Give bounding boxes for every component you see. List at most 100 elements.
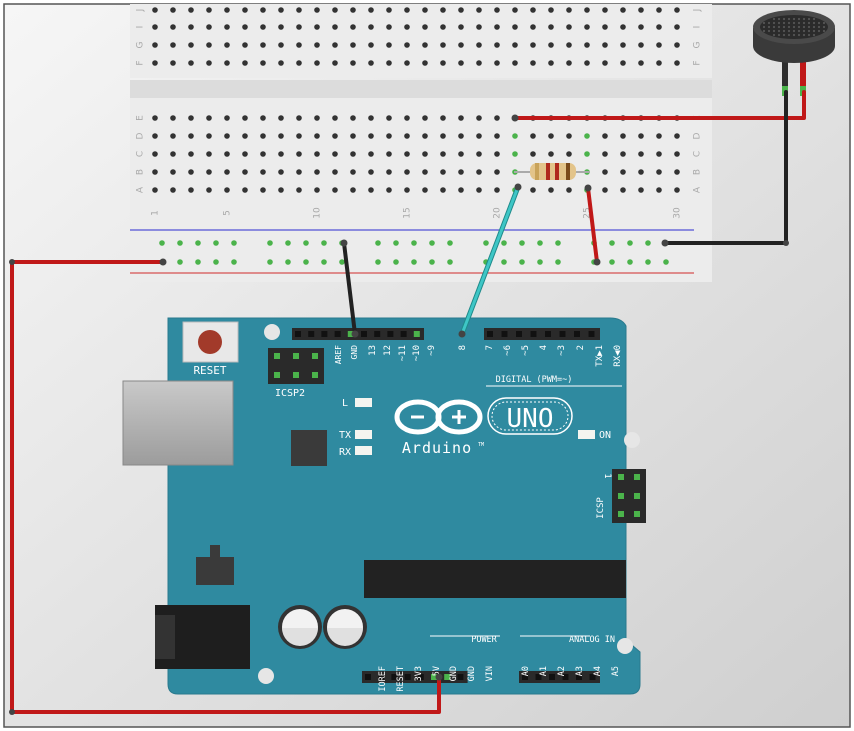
row-letter: A bbox=[136, 186, 146, 193]
icsp-label: ICSP bbox=[596, 497, 606, 519]
row-letter: D bbox=[136, 132, 146, 139]
row-letter: C bbox=[136, 151, 146, 157]
pin-label: 2 bbox=[576, 345, 586, 350]
pin-label: ~5 bbox=[521, 345, 531, 356]
pin-label: A2 bbox=[557, 666, 567, 676]
row-letter: A bbox=[693, 186, 703, 193]
pin-label: IOREF bbox=[378, 666, 388, 692]
pin-label: 12 bbox=[383, 345, 393, 356]
icsp2-label: ICSP2 bbox=[275, 388, 305, 399]
wires bbox=[9, 90, 806, 715]
capacitor bbox=[323, 605, 367, 649]
column-number: 1 bbox=[151, 210, 161, 216]
digital-label: DIGITAL (PWM=~) bbox=[496, 375, 573, 385]
uno-badge bbox=[487, 397, 573, 435]
pin-label: 4 bbox=[539, 345, 549, 350]
brand-label: Arduino bbox=[402, 439, 472, 457]
led-tx-label: TX bbox=[339, 430, 351, 441]
digital-pin-labels: AREF GND 13 12 ~11 ~10 ~9 8 7 ~6 ~5 4 ~3 2 TX▶1 RX◀0 bbox=[334, 345, 623, 367]
mount-hole bbox=[617, 638, 633, 654]
pin-label: RX◀0 bbox=[613, 345, 623, 367]
pin-label: 5V bbox=[432, 666, 442, 676]
row-letter: I bbox=[693, 26, 703, 29]
row-letter: F bbox=[693, 60, 703, 65]
pin-label: ~9 bbox=[427, 345, 437, 356]
reset-button[interactable] bbox=[182, 321, 239, 363]
pin-label: VIN bbox=[485, 666, 495, 681]
wire-mic-signal bbox=[513, 90, 806, 120]
led-l-label: L bbox=[342, 398, 348, 409]
resistor bbox=[514, 163, 590, 180]
icsp2-header bbox=[268, 348, 324, 384]
pin-label: ~3 bbox=[557, 345, 567, 356]
led-rx bbox=[355, 446, 372, 455]
wire-gnd bbox=[342, 241, 357, 336]
microcontroller-chip bbox=[364, 560, 626, 598]
row-letter: D bbox=[693, 132, 703, 139]
pin-label: 7 bbox=[485, 345, 495, 350]
column-number: 5 bbox=[223, 210, 233, 216]
column-number: 15 bbox=[403, 207, 413, 218]
icsp-pin1-label: 1 bbox=[602, 473, 612, 478]
capacitor bbox=[278, 605, 322, 649]
analog-pin-labels: A0 A1 A2 A3 A4 A5 bbox=[521, 666, 621, 676]
voltage-regulator bbox=[196, 557, 234, 585]
led-on bbox=[578, 430, 595, 439]
column-number: 30 bbox=[673, 207, 683, 219]
arduino-board: RESET ICSP2 1 ICSP AREF GND 13 12 ~11 ~10 bbox=[122, 317, 646, 695]
led-on-label: ON bbox=[599, 430, 611, 441]
led-tx bbox=[355, 430, 372, 439]
microphone-icon bbox=[753, 10, 835, 96]
analog-label: ANALOG IN bbox=[569, 635, 615, 645]
led-l bbox=[355, 398, 372, 407]
mount-hole bbox=[624, 432, 640, 448]
pin-label: TX▶1 bbox=[595, 345, 605, 367]
row-letter: G bbox=[136, 41, 146, 48]
row-letter: G bbox=[693, 41, 703, 48]
pin-label: A3 bbox=[575, 666, 585, 676]
pin-label: 8 bbox=[458, 345, 468, 350]
icsp-header bbox=[612, 469, 646, 523]
led-rx-label: RX bbox=[339, 447, 351, 458]
pin-label: 3V3 bbox=[414, 666, 424, 681]
reset-label: RESET bbox=[193, 364, 226, 377]
pin-label: GND bbox=[467, 666, 477, 681]
pin-label: A4 bbox=[593, 666, 603, 676]
row-letter: B bbox=[693, 169, 703, 175]
trademark-label: TM bbox=[478, 442, 484, 448]
row-letter: F bbox=[136, 60, 146, 65]
pin-label: ~6 bbox=[503, 345, 513, 356]
power-label: POWER bbox=[471, 635, 497, 645]
row-letter: J bbox=[693, 9, 703, 13]
row-letter: E bbox=[136, 115, 146, 121]
column-number: 25 bbox=[583, 207, 593, 218]
row-letter: B bbox=[136, 169, 146, 175]
analog-header bbox=[519, 671, 600, 683]
column-number: 10 bbox=[313, 207, 323, 219]
pin-label: A5 bbox=[611, 666, 621, 676]
pin-label: 13 bbox=[368, 345, 378, 356]
power-header bbox=[362, 671, 468, 683]
mount-hole bbox=[258, 668, 274, 684]
column-number: 20 bbox=[493, 207, 503, 219]
pin-label: A1 bbox=[539, 666, 549, 676]
wire-resistor-rail bbox=[586, 186, 599, 264]
row-letter: C bbox=[693, 151, 703, 157]
row-letter: I bbox=[136, 26, 146, 29]
row-letter: J bbox=[136, 9, 146, 13]
pin-label: GND bbox=[449, 666, 459, 681]
pin-label: ~11 bbox=[398, 345, 408, 361]
arduino-logo-icon bbox=[394, 399, 483, 435]
pin-label: A0 bbox=[521, 666, 531, 676]
usb-chip bbox=[291, 430, 327, 466]
pin-label: ~10 bbox=[412, 345, 422, 361]
mount-hole bbox=[264, 324, 280, 340]
pin-label: AREF bbox=[334, 345, 343, 364]
model-label: UNO bbox=[507, 404, 554, 434]
pin-label: GND bbox=[350, 345, 359, 360]
